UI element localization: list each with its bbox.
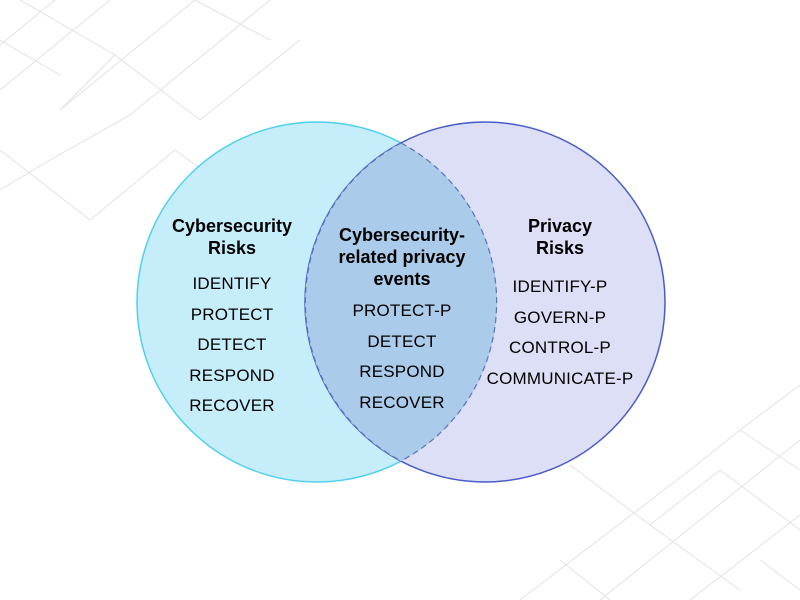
bg-line <box>759 559 800 591</box>
list-item: RECOVER <box>359 392 445 412</box>
bg-line <box>719 469 800 531</box>
privacy-risks-title: Privacy Risks <box>470 215 650 259</box>
bg-line <box>0 0 56 46</box>
bg-line <box>649 524 741 591</box>
title-line: related privacy <box>338 247 466 267</box>
overlap-region <box>305 122 497 482</box>
list-item: RESPOND <box>359 362 445 381</box>
overlap-functions-list: PROTECT-P DETECT RESPOND RECOVER <box>322 296 482 418</box>
title-line: Privacy <box>527 216 593 236</box>
title-line: Risks <box>207 238 257 258</box>
bg-line <box>0 149 91 221</box>
bg-line <box>519 469 691 600</box>
bg-line <box>0 0 111 91</box>
privacy-risks-group: Privacy Risks IDENTIFY-P GOVERN-P CONTRO… <box>470 215 650 394</box>
bg-line <box>559 559 611 600</box>
overlap-dashed-arc-left <box>304 142 402 462</box>
bg-line <box>739 384 800 431</box>
list-item: CONTROL-P <box>509 338 611 357</box>
bg-line <box>114 54 201 121</box>
title-line: Risks <box>535 238 585 258</box>
bg-line <box>0 114 131 191</box>
bg-line <box>89 149 176 221</box>
list-item: COMMUNICATE-P <box>486 368 634 388</box>
list-item: DETECT <box>197 335 267 354</box>
bg-line <box>0 39 61 76</box>
list-item: RECOVER <box>189 396 275 415</box>
list-item: IDENTIFY <box>192 274 272 293</box>
bg-line <box>194 0 271 41</box>
cybersecurity-risks-title: Cybersecurity Risks <box>152 215 312 259</box>
bg-line <box>59 0 196 111</box>
list-item: DETECT <box>367 331 437 351</box>
overlap-dashed-arc-right <box>400 142 498 462</box>
cybersecurity-risks-group: Cybersecurity Risks IDENTIFY PROTECT DET… <box>152 215 312 422</box>
title-line: events <box>373 269 431 289</box>
title-line: Cybersecurity- <box>338 225 466 245</box>
list-item: IDENTIFY-P <box>512 277 608 296</box>
title-line: Cybersecurity <box>171 216 293 236</box>
overlap-group: Cybersecurity- related privacy events PR… <box>322 224 482 418</box>
list-item: PROTECT <box>190 304 274 324</box>
bg-line <box>199 39 301 121</box>
bg-line <box>689 514 800 600</box>
list-item: GOVERN-P <box>513 307 607 327</box>
list-item: RESPOND <box>189 365 275 385</box>
cybersecurity-functions-list: IDENTIFY PROTECT DETECT RESPOND RECOVER <box>152 269 312 422</box>
privacy-functions-list: IDENTIFY-P GOVERN-P CONTROL-P COMMUNICAT… <box>470 272 650 394</box>
list-item: PROTECT-P <box>352 301 452 320</box>
bg-line <box>129 0 271 116</box>
bg-line <box>599 439 800 600</box>
overlap-title: Cybersecurity- related privacy events <box>322 224 482 290</box>
